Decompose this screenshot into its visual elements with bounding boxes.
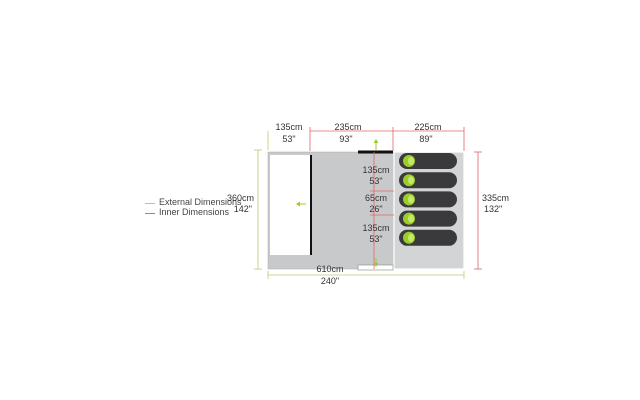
sleeping-bag-icon: [399, 229, 457, 246]
top-dim-3-cm: 225cm: [414, 122, 441, 132]
middle-dim-2-in: 26": [369, 204, 382, 214]
middle-dim-1-in: 53": [369, 176, 382, 186]
bottom-dim-in: 240": [321, 276, 339, 286]
arrow-down-icon: [373, 258, 379, 267]
vestibule-white-area: [270, 155, 310, 255]
left-dim-in: 142": [234, 204, 252, 214]
inner-dimension-lines: [309, 127, 482, 270]
arrow-up-icon: [373, 139, 379, 150]
top-dim-1-in: 53": [282, 134, 295, 144]
external-legend-label: External Dimensions: [159, 197, 242, 207]
tent-body: [267, 150, 465, 271]
top-dim-2-cm: 235cm: [334, 122, 361, 132]
top-dim-1-cm: 135cm: [275, 122, 302, 132]
right-dim-in: 132": [484, 204, 502, 214]
top-dim-3-in: 89": [419, 134, 432, 144]
inner-legend-label: Inner Dimensions: [159, 207, 230, 217]
top-dim-2-in: 93": [339, 134, 352, 144]
middle-dim-1-cm: 135cm: [362, 165, 389, 175]
bottom-dim-cm: 610cm: [316, 264, 343, 274]
external-dimension-lines: [254, 131, 465, 279]
sleeping-bag-icon: [399, 191, 457, 208]
external-legend-swatch: [145, 203, 155, 204]
sleeping-bag-icon: [399, 210, 457, 227]
sleeping-bag-icon: [399, 172, 457, 189]
middle-dim-3-cm: 135cm: [362, 223, 389, 233]
inner-legend-swatch: [145, 213, 155, 214]
middle-dim-3-in: 53": [369, 234, 382, 244]
sleeping-bag-icon: [399, 153, 457, 169]
inner-room: [394, 152, 464, 269]
arrow-left-icon: [296, 201, 306, 207]
middle-dim-2-cm: 65cm: [365, 193, 387, 203]
right-dim-cm: 335cm: [482, 193, 509, 203]
sleeping-bags: [399, 153, 457, 246]
inner-room-frame: [393, 151, 465, 270]
left-dim-cm: 360cm: [227, 193, 254, 203]
